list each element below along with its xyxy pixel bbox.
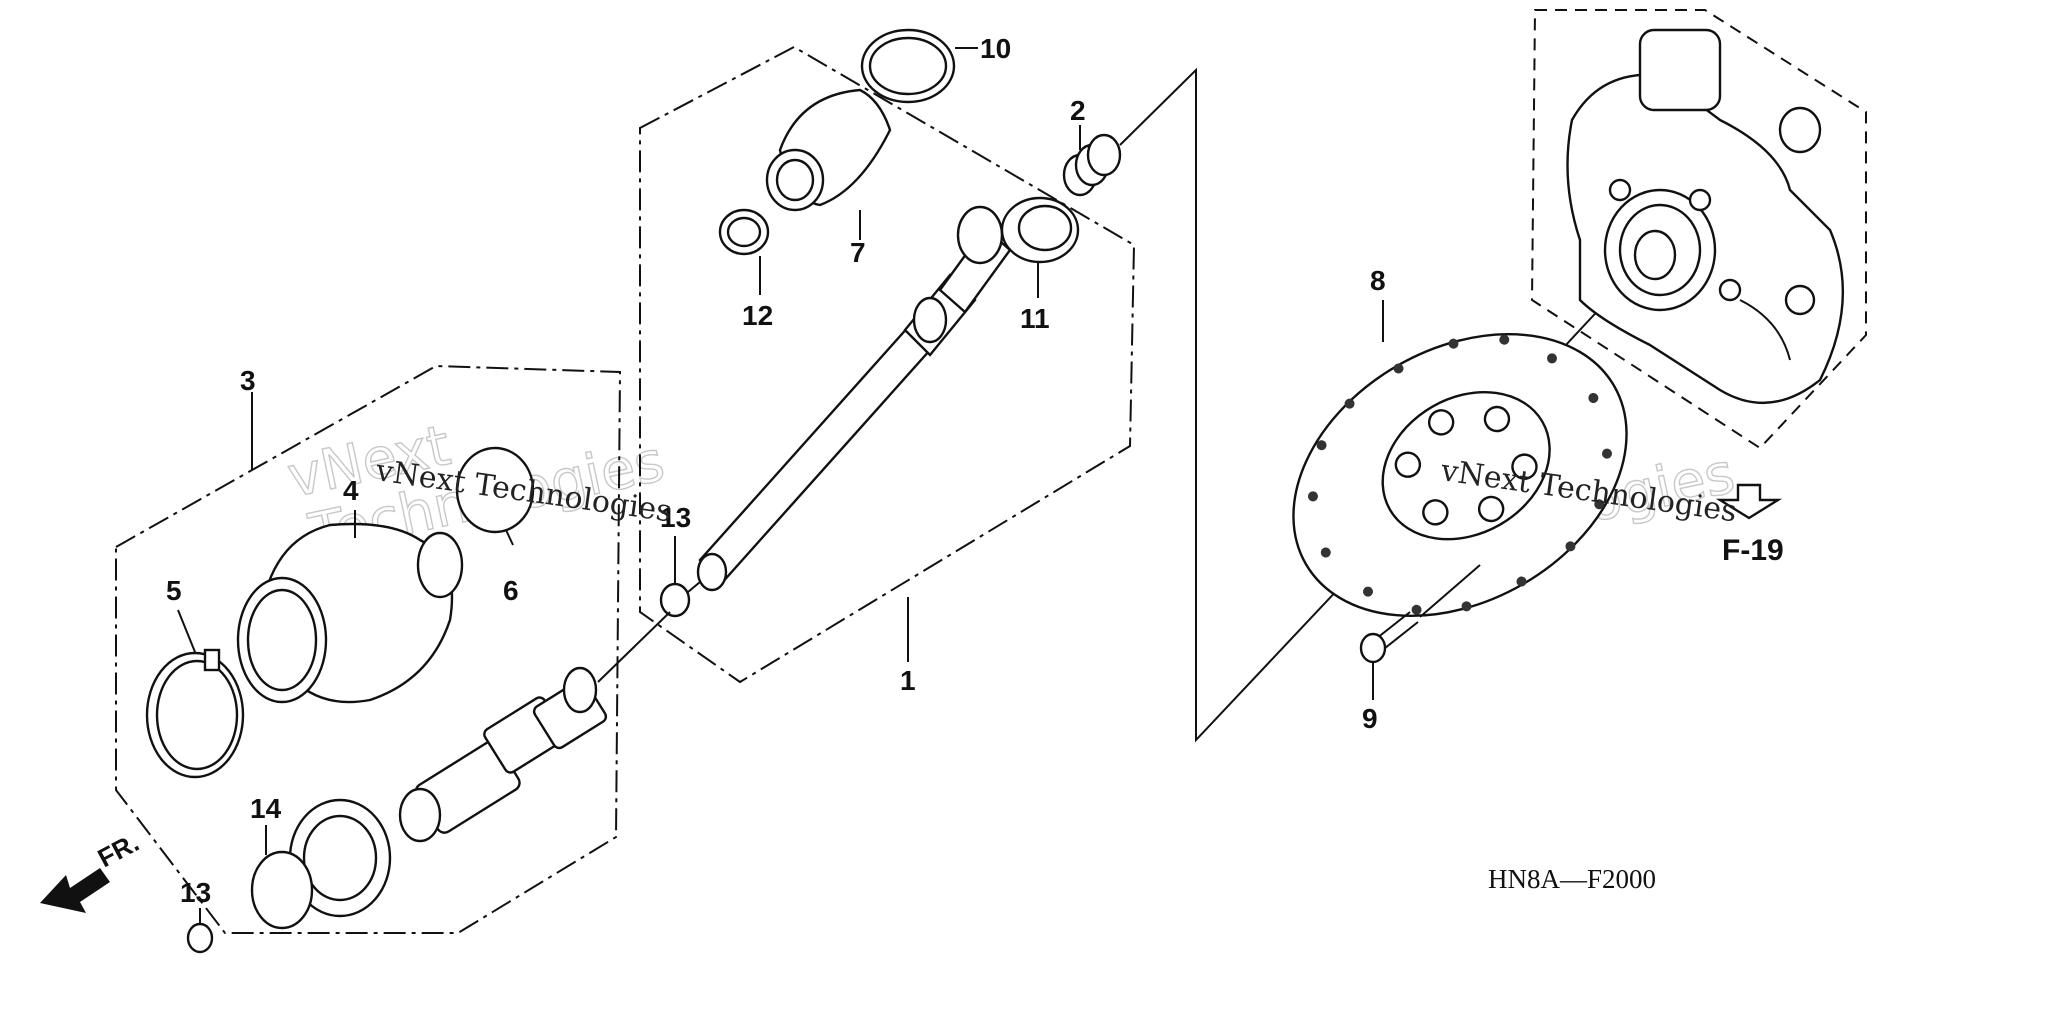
callout-13-upper: 13 bbox=[660, 502, 691, 533]
callout-10: 10 bbox=[980, 33, 1011, 64]
leader-lines bbox=[177, 47, 1384, 924]
clip-6 bbox=[455, 446, 535, 534]
joint-guide-line bbox=[597, 611, 671, 683]
spring-2 bbox=[1062, 133, 1122, 197]
front-direction-arrow: FR. bbox=[40, 827, 144, 913]
callout-4: 4 bbox=[343, 475, 359, 506]
washer-12-inner bbox=[726, 216, 762, 248]
seal-11 bbox=[1000, 196, 1080, 264]
washer-13-lower bbox=[186, 922, 214, 954]
front-label: FR. bbox=[93, 827, 144, 873]
callout-3: 3 bbox=[240, 365, 256, 396]
disc-bolt-pattern bbox=[1394, 405, 1538, 526]
washer-13-upper-guide bbox=[687, 581, 701, 593]
callout-13-lower: 13 bbox=[180, 877, 211, 908]
callout-11: 11 bbox=[1020, 303, 1050, 334]
callout-5: 5 bbox=[166, 575, 182, 606]
callout-1: 1 bbox=[900, 665, 916, 696]
diagram-code: HN8A—F2000 bbox=[1488, 864, 1656, 894]
brake-disc bbox=[1292, 332, 1628, 618]
assembly-guide-line bbox=[1119, 67, 1375, 743]
washer-13-upper bbox=[659, 582, 691, 618]
reference-label[interactable]: F-19 bbox=[1722, 534, 1784, 567]
callout-14: 14 bbox=[250, 793, 282, 824]
callout-9: 9 bbox=[1362, 703, 1378, 734]
joint-assembly-outline bbox=[115, 364, 622, 934]
callout-7: 7 bbox=[850, 237, 866, 268]
reference-arrow[interactable]: F-19 bbox=[1715, 483, 1784, 567]
boot-7 bbox=[765, 88, 892, 212]
shaft-assembly-outline bbox=[639, 45, 1136, 684]
callout-12: 12 bbox=[742, 300, 773, 331]
o-ring-10-inner bbox=[868, 36, 948, 96]
callout-6: 6 bbox=[503, 575, 519, 606]
band-5 bbox=[145, 648, 245, 779]
universal-joint bbox=[398, 666, 608, 843]
knuckle-hub bbox=[1566, 28, 1844, 405]
dust-seal bbox=[288, 798, 392, 918]
callout-2: 2 bbox=[1070, 95, 1086, 126]
circlip-14 bbox=[250, 850, 314, 930]
callout-8: 8 bbox=[1370, 265, 1386, 296]
disc-holes bbox=[1307, 334, 1613, 615]
knuckle-outline bbox=[1530, 9, 1867, 450]
boot-4 bbox=[236, 522, 464, 704]
